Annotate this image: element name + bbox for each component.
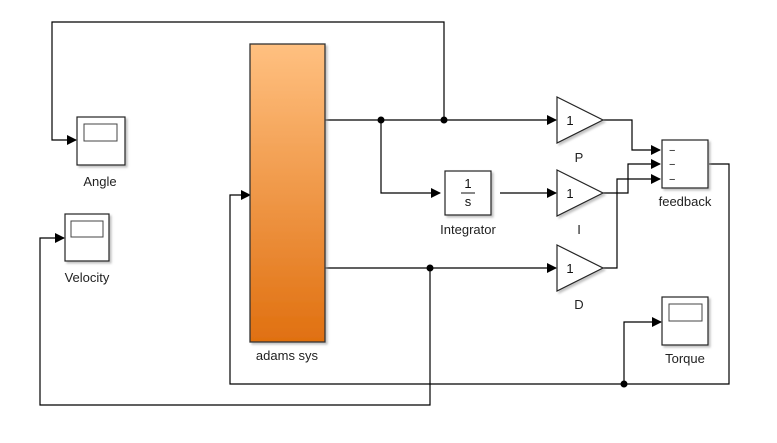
feedback-sum-block[interactable]: − − − feedback: [659, 139, 712, 209]
angle-scope-label: Angle: [83, 174, 116, 189]
feedback-sum-label: feedback: [659, 194, 712, 209]
junction-dot: [440, 116, 448, 124]
sum-sign-2: −: [669, 159, 675, 171]
torque-scope-label: Torque: [665, 351, 705, 366]
junction-dot: [426, 264, 434, 272]
junction-dot: [377, 116, 385, 124]
velocity-scope-label: Velocity: [65, 270, 110, 285]
adams-sys-label: adams sys: [256, 348, 319, 363]
signal-branch-to-angle-scope[interactable]: [51, 21, 445, 145]
scope-screen-icon: [70, 220, 104, 238]
gain-d-block[interactable]: 1 D: [556, 244, 605, 312]
integrator-numerator: 1: [464, 176, 471, 191]
adams-sys-block[interactable]: adams sys: [249, 43, 326, 363]
sum-sign-3: −: [669, 174, 675, 186]
gain-i-block[interactable]: 1 I: [556, 169, 605, 237]
signal-branch-to-integrator[interactable]: [380, 120, 441, 198]
sum-sign-1: −: [669, 145, 675, 157]
signal-p-to-sum[interactable]: [603, 119, 661, 155]
gain-d-value: 1: [566, 261, 573, 276]
angle-scope-block[interactable]: Angle: [76, 116, 126, 189]
integrator-denominator: s: [465, 194, 472, 209]
scope-screen-icon: [83, 123, 118, 142]
gain-i-label: I: [577, 222, 581, 237]
gain-d-label: D: [574, 297, 583, 312]
scope-screen-icon: [668, 303, 703, 322]
gain-p-label: P: [575, 150, 584, 165]
signal-branch-to-velocity-scope[interactable]: [39, 233, 431, 406]
junction-dot: [620, 380, 628, 388]
velocity-scope-block[interactable]: Velocity: [64, 213, 110, 285]
integrator-block[interactable]: 1 s Integrator: [440, 170, 496, 237]
signal-branch-to-torque-scope[interactable]: [623, 317, 662, 384]
signal-d-to-sum[interactable]: [603, 174, 661, 269]
integrator-label: Integrator: [440, 222, 496, 237]
gain-i-value: 1: [566, 186, 573, 201]
gain-p-value: 1: [566, 113, 573, 128]
signal-sum-to-plant[interactable]: [229, 163, 730, 385]
torque-scope-block[interactable]: Torque: [661, 296, 709, 366]
gain-p-block[interactable]: 1 P: [556, 96, 605, 165]
signal-lines: [39, 21, 730, 406]
